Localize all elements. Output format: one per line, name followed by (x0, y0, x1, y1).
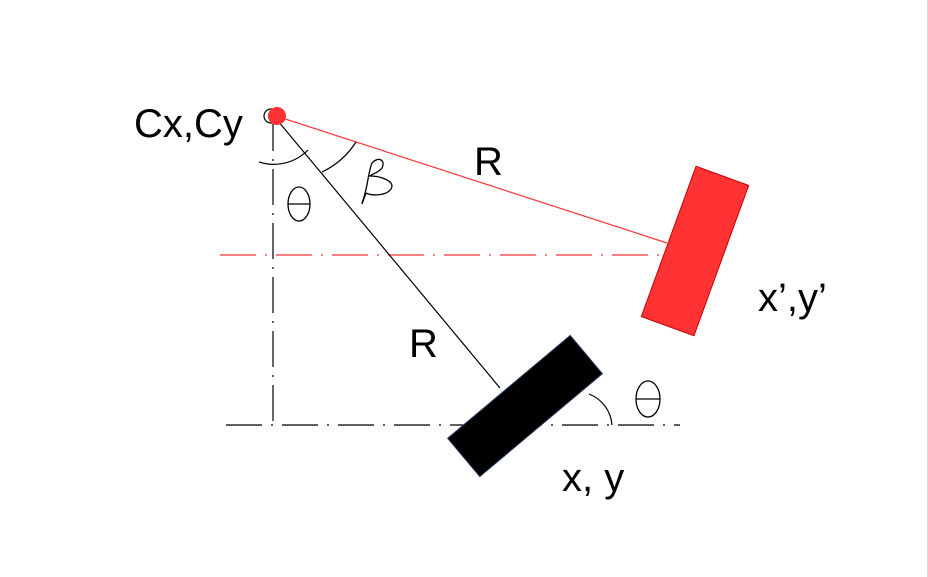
rotated-point-label: x’,y’ (758, 276, 827, 320)
radius-label-original: R (409, 322, 438, 366)
theta-symbol-center (287, 186, 311, 222)
rotated-rectangle (640, 165, 750, 337)
center-point (268, 107, 286, 125)
theta-arc-original (588, 393, 613, 426)
original-point-label: x, y (562, 456, 624, 500)
radius-line-rotated (272, 114, 668, 244)
radius-line-original (272, 114, 501, 389)
original-rectangle (446, 334, 604, 478)
theta-symbol-original (635, 380, 661, 418)
center-label: Cx,Cy (134, 102, 243, 146)
radius-label-rotated: R (474, 140, 503, 184)
beta-arc-center (321, 141, 357, 173)
beta-symbol-center (361, 158, 393, 205)
theta-arc-center (258, 149, 309, 165)
